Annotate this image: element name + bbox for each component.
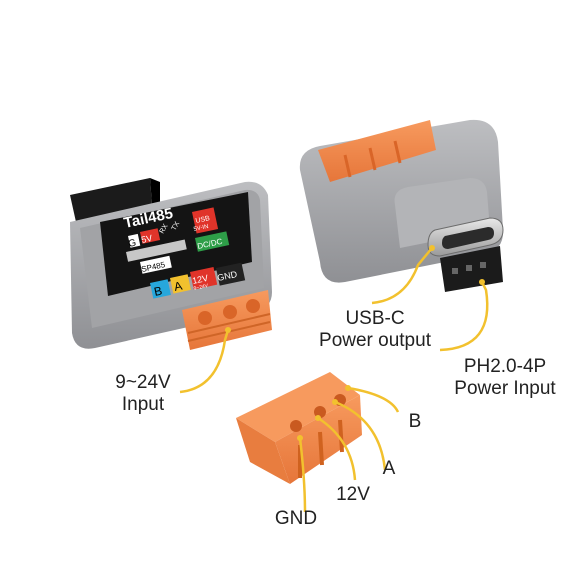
callout-input-line1: 9~24V: [115, 372, 171, 393]
right-device: [299, 119, 504, 292]
terminal-12v-label: 12V: [191, 273, 209, 286]
leader-dots: [225, 245, 485, 441]
terminal-a-label: A: [173, 279, 184, 294]
callout-usb-c-line1: USB-C: [345, 308, 405, 329]
callout-input-line2: Input: [121, 394, 165, 415]
callout-ph: PH2.0-4P Power Input: [440, 356, 570, 400]
loose-terminal: [236, 372, 362, 484]
callout-12v: 12V: [336, 484, 370, 505]
callout-gnd: GND: [274, 508, 318, 529]
pin-rx: RX: [159, 223, 170, 235]
callout-input: 9~24V Input: [100, 372, 186, 416]
pin-tx: TX: [171, 220, 182, 232]
callout-usb-c: USB-C Power output: [300, 308, 450, 352]
terminal-gnd-label: GND: [216, 269, 238, 283]
pin-g: G: [127, 238, 137, 250]
usb-badge-line2: 5V-IN: [193, 224, 209, 233]
left-device: Tail485 G 5V RX TX USB 5V-IN DC/DC SP485…: [70, 178, 272, 350]
leader-lines: [179, 247, 489, 513]
usb-badge: [192, 207, 219, 234]
terminal-b-label: B: [153, 284, 164, 299]
pin-5v: 5V: [140, 233, 153, 245]
callout-ph-line1: PH2.0-4P: [463, 356, 547, 377]
usb-badge-line1: USB: [195, 215, 211, 225]
callout-ph-line2: Power Input: [454, 378, 556, 399]
callout-a: A: [382, 458, 396, 479]
callout-usb-c-line2: Power output: [319, 330, 431, 351]
callout-b: B: [408, 411, 422, 432]
pin-header-back: [70, 178, 152, 222]
terminal-voltage-sub: 9~24V: [193, 283, 209, 292]
